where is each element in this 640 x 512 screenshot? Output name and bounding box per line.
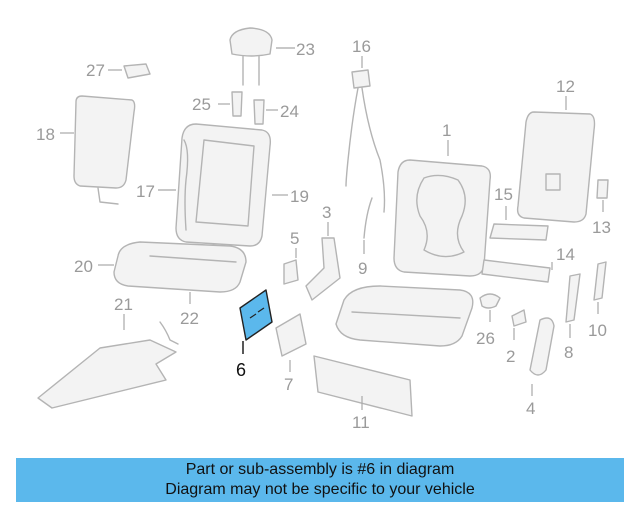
callout-19: 19 (290, 187, 309, 206)
callout-8: 8 (564, 343, 573, 362)
part-8-rod (565, 273, 581, 323)
callout-15: 15 (494, 185, 513, 204)
callout-22: 22 (180, 309, 199, 328)
part-2-clip (511, 309, 527, 327)
banner-line-2: Diagram may not be specific to your vehi… (165, 481, 475, 498)
part-19-seat-back (175, 123, 272, 247)
part-3-bracket (305, 237, 341, 301)
part-26-knob (479, 293, 501, 309)
callout-10: 10 (588, 321, 607, 340)
part-5-bracket (283, 259, 299, 285)
part-4-side-cover (529, 317, 555, 376)
callout-14: 14 (556, 245, 575, 264)
callout-21: 21 (114, 295, 133, 314)
info-banner: Part or sub-assembly is #6 in diagram Di… (16, 458, 624, 502)
part-27-clip (123, 63, 151, 79)
callout-13: 13 (592, 218, 611, 237)
part-24-guide (253, 99, 265, 125)
callout-6: 6 (236, 360, 246, 380)
part-16-release-cable (345, 69, 386, 213)
part-12-back-panel (516, 111, 596, 223)
part-21-floor-panel (37, 321, 179, 409)
part-13-latch (596, 179, 609, 199)
part-7-plate (275, 313, 307, 357)
part-1-seat-frame (335, 159, 492, 347)
callout-23: 23 (296, 40, 315, 59)
callout-24: 24 (280, 102, 299, 121)
callout-4: 4 (526, 399, 535, 418)
part-20-cushion (113, 241, 247, 293)
callout-7: 7 (284, 375, 293, 394)
seat-exploded-diagram: 23 27 16 12 18 25 24 17 (36, 27, 611, 432)
callout-16: 16 (352, 37, 371, 56)
part-25-guide (231, 91, 243, 117)
callout-9: 9 (358, 259, 367, 278)
callout-27: 27 (86, 61, 105, 80)
part-10-rod (593, 261, 607, 301)
callout-2: 2 (506, 347, 515, 366)
callout-12: 12 (556, 77, 575, 96)
callout-25: 25 (192, 95, 211, 114)
callout-5: 5 (290, 229, 299, 248)
part-23-headrest (229, 27, 273, 86)
part-11-base-trim (313, 355, 413, 417)
callout-26: 26 (476, 329, 495, 348)
callout-1: 1 (442, 121, 451, 140)
banner-line-1: Part or sub-assembly is #6 in diagram (185, 461, 455, 478)
callout-3: 3 (322, 203, 331, 222)
part-9-strap (363, 197, 373, 239)
part-17-back-cover (183, 139, 189, 231)
part-6-trim-panel (239, 289, 273, 341)
part-15-bracket (489, 223, 549, 241)
part-14-rail (481, 259, 551, 283)
callout-17: 17 (136, 182, 155, 201)
callout-18: 18 (36, 125, 55, 144)
callout-11: 11 (352, 413, 370, 432)
part-18-back-trim (73, 95, 136, 205)
callout-20: 20 (74, 257, 93, 276)
